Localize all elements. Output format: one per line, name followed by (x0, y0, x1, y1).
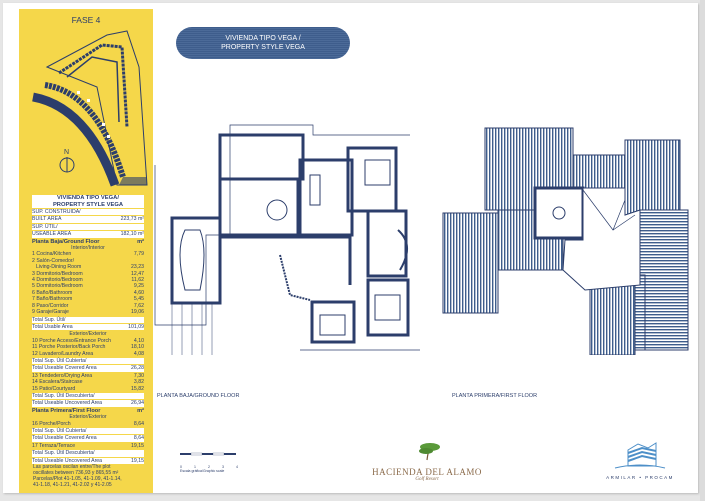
table-title: VIVIENDA TIPO VEGA/PROPERTY STYLE VEGA (32, 195, 144, 208)
useable-area-value: 182,10 m² (120, 231, 144, 238)
site-plan-map: N (32, 30, 148, 187)
tree-icon (419, 443, 440, 461)
built-area-value: 223,73 m² (120, 216, 144, 223)
ground-floor-plan (154, 124, 420, 355)
first-floor-plan (442, 127, 689, 355)
useable-area-label: SUP. ÚTIL/ (32, 223, 58, 230)
ground-floor-caption: PLANTA BAJA/GROUND FLOOR (157, 393, 240, 399)
scrollbar[interactable] (700, 0, 705, 501)
title-banner: VIVIENDA TIPO VEGA / PROPERTY STYLE VEGA (176, 27, 350, 59)
phase-label: FASE 4 (71, 15, 101, 25)
north-arrow-label: N (64, 149, 69, 156)
table-row: 2 Salón-Comedor/ (32, 257, 75, 264)
sidebar-panel: FASE 4 N VIVIENDA TIPO VEGA/PROPERTY STY… (19, 9, 153, 493)
building-icon (614, 442, 666, 469)
built-area-label: SUP. CONSTRUIDA/ (32, 209, 81, 215)
first-floor-caption: PLANTA PRIMERA/FIRST FLOOR (452, 393, 538, 399)
plot-note: Las parcelas oscilan entre/The plot osci… (33, 464, 122, 488)
scale-bar-icon (180, 452, 236, 456)
hacienda-del-alamo-logo: HACIENDA DEL ALAMO Golf Resort (372, 440, 482, 485)
armilar-procam-logo: ARMILAR • PROCAM (590, 440, 690, 485)
area-table: VIVIENDA TIPO VEGA/PROPERTY STYLE VEGA S… (32, 195, 144, 465)
